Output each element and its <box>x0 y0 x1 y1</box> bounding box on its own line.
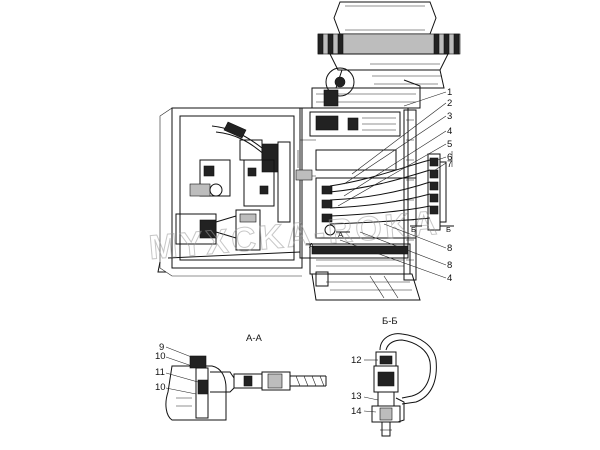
section-mark-a-upper: А <box>338 230 343 239</box>
section-mark-b-right: Б <box>446 225 451 234</box>
section-view-bb: Б-Б 12 13 14 <box>351 316 437 437</box>
section-view-aa: А-А 9 10 11 10 <box>155 333 327 421</box>
wheel-hub-assembly <box>311 1 461 109</box>
section-mark-a-lower: А <box>309 241 314 250</box>
callout-11: 11 <box>155 367 165 378</box>
callout-9: 9 <box>159 342 164 353</box>
callout-4: 4 <box>447 126 452 137</box>
leader-lines <box>337 91 453 279</box>
view-bb-title: Б-Б <box>382 316 398 327</box>
callout-3: 3 <box>447 111 452 122</box>
callout-1: 1 <box>447 87 452 98</box>
hydraulic-lines <box>329 153 447 231</box>
section-mark-b-left: Б <box>411 225 416 234</box>
callout-8a: 8 <box>447 243 452 254</box>
callout-6: 6 <box>447 152 452 163</box>
section-markers: А А Б Б <box>306 225 454 250</box>
callout-5: 5 <box>447 139 452 150</box>
callout-12: 12 <box>351 355 362 366</box>
callouts-main-view: 1 2 3 4 5 6 7 8 8 4 <box>447 87 452 284</box>
callout-2: 2 <box>447 98 452 109</box>
callout-7: 7 <box>447 159 452 170</box>
view-aa-title: А-А <box>246 333 263 344</box>
left-frame-assembly <box>157 107 313 277</box>
callout-10b: 10 <box>155 382 166 393</box>
callout-13: 13 <box>351 391 362 402</box>
callout-4b: 4 <box>447 273 452 284</box>
callout-14: 14 <box>351 406 362 417</box>
callout-8b: 8 <box>447 260 452 271</box>
callout-10a: 10 <box>155 351 166 362</box>
lower-housing <box>309 243 421 301</box>
